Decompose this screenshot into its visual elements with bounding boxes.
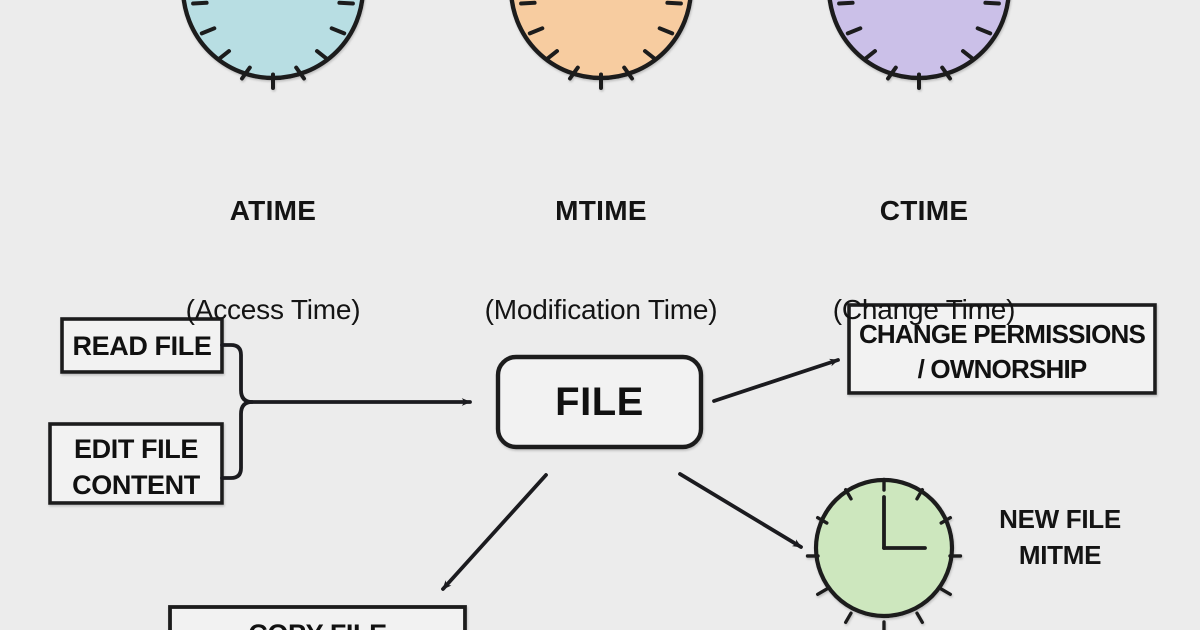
clock-icon-new-file [805,477,963,630]
file-box-shape [495,354,704,450]
file-box-label: FILE [555,380,644,424]
read-file-box-label: READ FILE [72,331,212,361]
timestamp-label-mtime: MTIME (Modification Time) [441,128,761,392]
copy-file-box-shape [168,605,467,630]
connector-read-edit-to-file [220,343,472,480]
timestamp-name-atime: ATIME [229,195,317,227]
change-permissions-box-shape [847,303,1157,395]
change-permissions-box-label: CHANGE PERMISSIONS / OWNORSHIP [858,319,1146,384]
clock-icon-mtime [509,0,693,90]
timestamp-description-atime: (Access Time) [185,294,361,326]
timestamp-label-atime: ATIME (Access Time) [123,128,423,392]
connector-file-to-copy-file [441,473,548,591]
timestamp-description-mtime: (Modification Time) [484,294,718,326]
clock-icon-atime [181,0,365,90]
timestamp-label-ctime: CTIME (Change Time) [774,128,1074,392]
connector-file-to-change-permissions [712,358,840,403]
edit-file-box-shape [48,422,224,505]
new-file-mitme-label: NEW FILE MITME [999,504,1121,570]
edit-file-box-label: EDIT FILE CONTENT [72,434,200,500]
timestamp-name-mtime: MTIME [555,195,647,227]
copy-file-box-label: COPY FILE [170,619,465,630]
timestamp-name-ctime: CTIME [879,195,969,227]
clock-icon-ctime [827,0,1011,90]
connector-file-to-new-file [678,472,803,549]
timestamp-description-ctime: (Change Time) [832,294,1016,326]
